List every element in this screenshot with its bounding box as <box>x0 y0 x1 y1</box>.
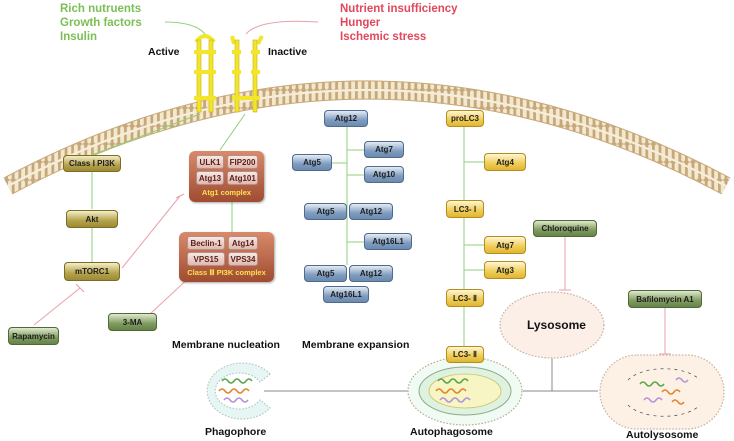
fip200-box: FIP200 <box>227 155 258 169</box>
active-signal-line <box>164 21 206 35</box>
inactive-signal-3: Ischemic stress <box>340 31 427 43</box>
phagophore-vesicle <box>206 362 271 420</box>
phagophore-label: Phagophore <box>205 426 267 438</box>
class1-pi3k-box: Class Ⅰ PI3K <box>63 155 121 172</box>
atg7-blue-box: Atg7 <box>364 141 404 158</box>
atg16l1-a-box: Atg16L1 <box>364 233 412 250</box>
inactive-signal-line <box>245 20 319 35</box>
atg12-b-box: Atg12 <box>349 203 393 220</box>
active-signal-1: Rich nutruents <box>60 3 142 15</box>
atg5-a-box: Atg5 <box>292 154 332 171</box>
lc3-2-b-box: LC3- Ⅱ <box>446 346 484 363</box>
atg14-box: Atg14 <box>228 236 258 250</box>
inactive-signal-list: Nutrient insufficiency Hunger Ischemic s… <box>340 2 458 44</box>
membrane-expansion-label: Membrane expansion <box>302 339 410 351</box>
inactive-signal-1: Nutrient insufficiency <box>340 3 458 15</box>
autolysosome-label: Autolysosome <box>626 429 699 441</box>
atg12-c-box: Atg12 <box>349 265 393 282</box>
atg5-b-box: Atg5 <box>304 203 347 220</box>
rapamycin-inhibits-mtorc1-line <box>33 287 81 326</box>
atg10-box: Atg10 <box>364 166 404 183</box>
mtorc1-inhibits-atg1-line <box>121 195 181 269</box>
atg13-box: Atg13 <box>196 171 224 185</box>
autophagosome-label: Autophagosome <box>410 426 493 438</box>
autolysosome-vesicle <box>599 354 725 430</box>
receptor-active <box>194 34 216 113</box>
ulk1-box: ULK1 <box>196 155 224 169</box>
vps15-box: VPS15 <box>187 252 225 266</box>
active-signal-2: Growth factors <box>60 17 142 29</box>
active-signal-3: Insulin <box>60 31 98 43</box>
atg101-box: Atg101 <box>227 171 258 185</box>
3ma-box: 3-MA <box>108 313 157 331</box>
atg4-box: Atg4 <box>484 153 526 171</box>
receptor-to-atg1-line <box>219 113 246 151</box>
vps34-box: VPS34 <box>228 252 258 266</box>
atg3-box: Atg3 <box>484 261 526 279</box>
inactive-signal-2: Hunger <box>340 17 381 29</box>
lc3-2-a-box: LC3- Ⅱ <box>446 289 484 307</box>
atg1-complex: ULK1 FIP200 Atg13 Atg101 Atg1 complex <box>189 151 264 202</box>
active-signal-list: Rich nutruents Growth factors Insulin <box>60 2 142 44</box>
lc3-1-box: LC3- Ⅰ <box>446 200 484 218</box>
prolc3-box: proLC3 <box>446 110 484 127</box>
chloroquine-box: Chloroquine <box>533 220 597 237</box>
atg12-top-box: Atg12 <box>324 110 368 127</box>
active-label: Active <box>148 46 180 58</box>
autophagosome-vesicle <box>407 356 523 426</box>
lysosome-vesicle <box>499 291 605 359</box>
membrane-midline <box>7 88 727 187</box>
atg7-gold-box: Atg7 <box>484 236 526 254</box>
akt-box: Akt <box>66 210 118 228</box>
bafilomycin-box: Bafilomycin A1 <box>628 290 702 308</box>
receptor-to-pi3k-line <box>91 113 201 156</box>
atg16l1-b-box: Atg16L1 <box>323 286 369 303</box>
class3-pi3k-complex: Beclin-1 Atg14 VPS15 VPS34 Class Ⅲ PI3K … <box>179 232 274 282</box>
inactive-label: Inactive <box>268 46 308 58</box>
receptor-inactive <box>230 35 264 113</box>
mtorc1-box: mTORC1 <box>64 262 120 281</box>
membrane-nucleation-label: Membrane nucleation <box>172 339 280 351</box>
class3-complex-label: Class Ⅲ PI3K complex <box>187 268 266 277</box>
lysosome-label: Lysosome <box>527 318 586 332</box>
atg5-c-box: Atg5 <box>304 265 347 282</box>
rapamycin-box: Rapamycin <box>8 327 59 345</box>
beclin1-box: Beclin-1 <box>187 236 225 250</box>
atg1-complex-label: Atg1 complex <box>201 188 252 197</box>
